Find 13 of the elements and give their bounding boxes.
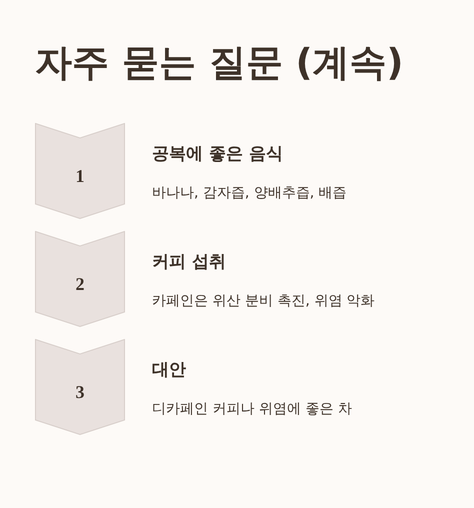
chevron-step <box>35 231 125 327</box>
step-heading: 커피 섭취 <box>152 254 226 271</box>
step-number: 3 <box>74 383 86 401</box>
step-description: 카페인은 위산 분비 촉진, 위염 악화 <box>152 294 375 308</box>
step-heading: 대안 <box>152 362 186 379</box>
step-number: 1 <box>74 167 86 185</box>
step-heading: 공복에 좋은 음식 <box>152 146 283 163</box>
chevron-step <box>35 339 125 435</box>
chevron-step <box>35 123 125 219</box>
step-description: 바나나, 감자즙, 양배추즙, 배즙 <box>152 186 347 200</box>
step-number: 2 <box>74 275 86 293</box>
title: 자주 묻는 질문 (계속) <box>35 40 404 86</box>
step-description: 디카페인 커피나 위염에 좋은 차 <box>152 402 352 416</box>
